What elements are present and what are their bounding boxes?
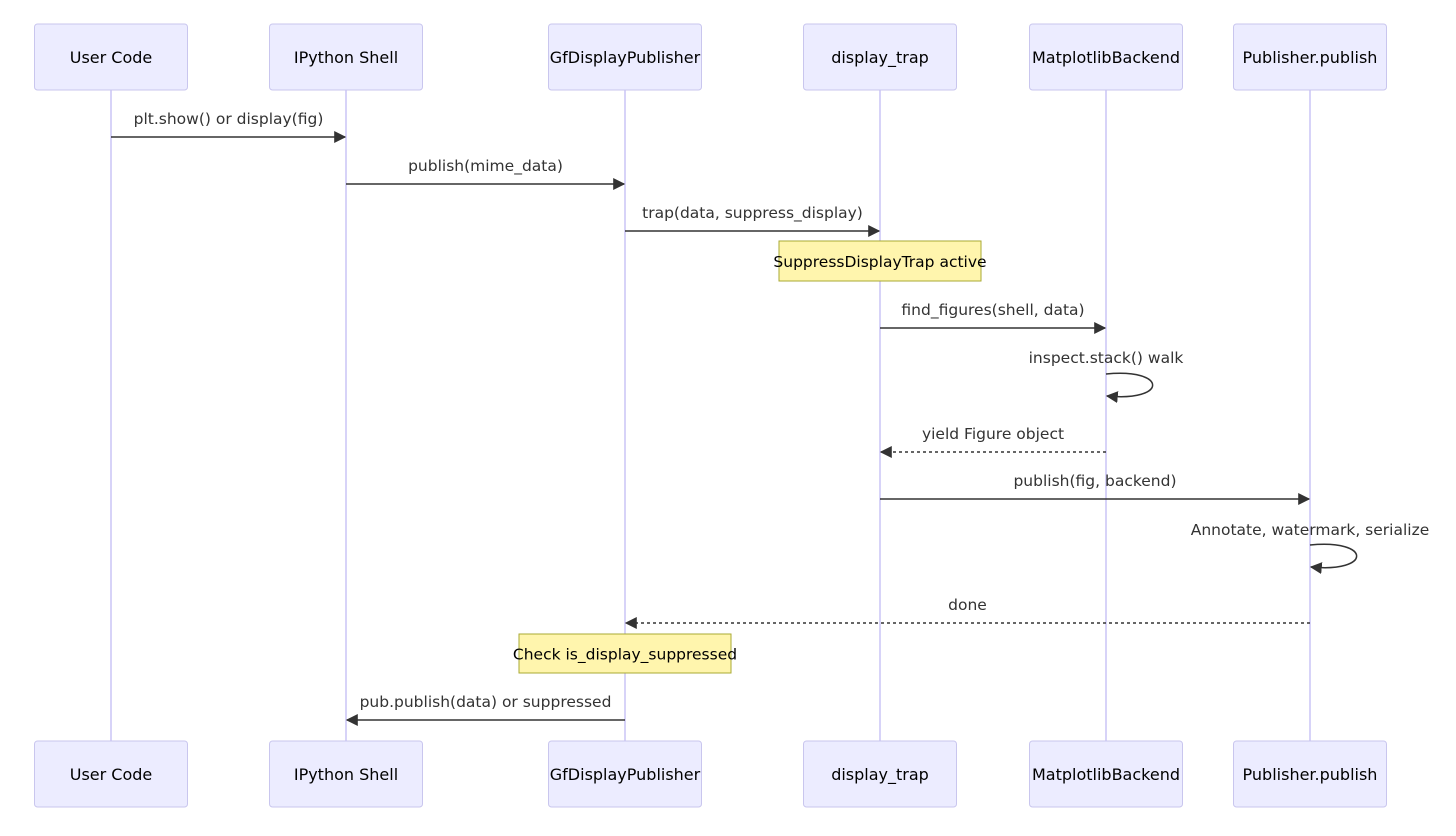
self-message-arrow [1309, 543, 1358, 575]
actor-box [34, 23, 188, 91]
message-label: yield Figure object [922, 425, 1064, 443]
actor-label: display_trap [831, 48, 929, 68]
actor-top-shell: IPython Shell [269, 23, 423, 91]
message-1: publish(mime_data) [346, 157, 626, 190]
actor-box [1233, 23, 1387, 91]
note-label: Check is_display_suppressed [513, 646, 737, 665]
actor-top-user: User Code [34, 23, 188, 91]
actor-bottom-user: User Code [34, 740, 188, 808]
actor-box [548, 23, 702, 91]
actor-box [1029, 23, 1183, 91]
message-label: done [948, 596, 987, 614]
actor-top-backend: MatplotlibBackend [1029, 23, 1183, 91]
message-label: Annotate, watermark, serialize [1191, 521, 1430, 539]
actor-label: MatplotlibBackend [1032, 48, 1180, 67]
actor-label: User Code [70, 48, 153, 67]
actor-box [34, 740, 188, 808]
message-label: trap(data, suppress_display) [642, 204, 863, 223]
actor-box [1029, 740, 1183, 808]
note-box [778, 240, 982, 282]
note-trap: SuppressDisplayTrap active [773, 240, 987, 282]
actor-bottom-shell: IPython Shell [269, 740, 423, 808]
actor-label: GfDisplayPublisher [550, 765, 701, 784]
message-0: plt.show() or display(fig) [111, 110, 347, 143]
message-label: publish(mime_data) [408, 157, 563, 176]
actor-top-gfdp: GfDisplayPublisher [548, 23, 702, 91]
actor-label: Publisher.publish [1243, 48, 1378, 67]
actor-box [269, 740, 423, 808]
actor-label: GfDisplayPublisher [550, 48, 701, 67]
actor-box [803, 23, 957, 91]
actor-bottom-trap: display_trap [803, 740, 957, 808]
actor-label: display_trap [831, 765, 929, 785]
actor-box [269, 23, 423, 91]
actor-top-trap: display_trap [803, 23, 957, 91]
actor-box [1233, 740, 1387, 808]
actor-bottom-gfdp: GfDisplayPublisher [548, 740, 702, 808]
self-message-arrow [1105, 372, 1154, 404]
message-8: done [624, 596, 1310, 629]
message-label: publish(fig, backend) [1013, 472, 1176, 490]
message-7: Annotate, watermark, serialize [1191, 521, 1430, 575]
message-label: find_figures(shell, data) [901, 301, 1084, 320]
actor-bottom-pub: Publisher.publish [1233, 740, 1387, 808]
actor-bottom-backend: MatplotlibBackend [1029, 740, 1183, 808]
actor-top-pub: Publisher.publish [1233, 23, 1387, 91]
message-2: trap(data, suppress_display) [625, 204, 881, 237]
note-box [518, 633, 732, 674]
message-5: yield Figure object [879, 425, 1106, 458]
actor-label: IPython Shell [294, 765, 398, 784]
actor-box [803, 740, 957, 808]
message-3: find_figures(shell, data) [880, 301, 1107, 334]
message-label: inspect.stack() walk [1029, 349, 1184, 367]
actor-box [548, 740, 702, 808]
message-label: plt.show() or display(fig) [134, 110, 324, 128]
message-label: pub.publish(data) or suppressed [360, 693, 612, 711]
message-9: pub.publish(data) or suppressed [345, 693, 625, 726]
actor-label: IPython Shell [294, 48, 398, 67]
actor-label: Publisher.publish [1243, 765, 1378, 784]
message-6: publish(fig, backend) [880, 472, 1311, 505]
actor-label: User Code [70, 765, 153, 784]
note-gfdp: Check is_display_suppressed [513, 633, 737, 674]
actor-label: MatplotlibBackend [1032, 765, 1180, 784]
note-label: SuppressDisplayTrap active [773, 253, 986, 271]
message-4: inspect.stack() walk [1029, 349, 1184, 404]
